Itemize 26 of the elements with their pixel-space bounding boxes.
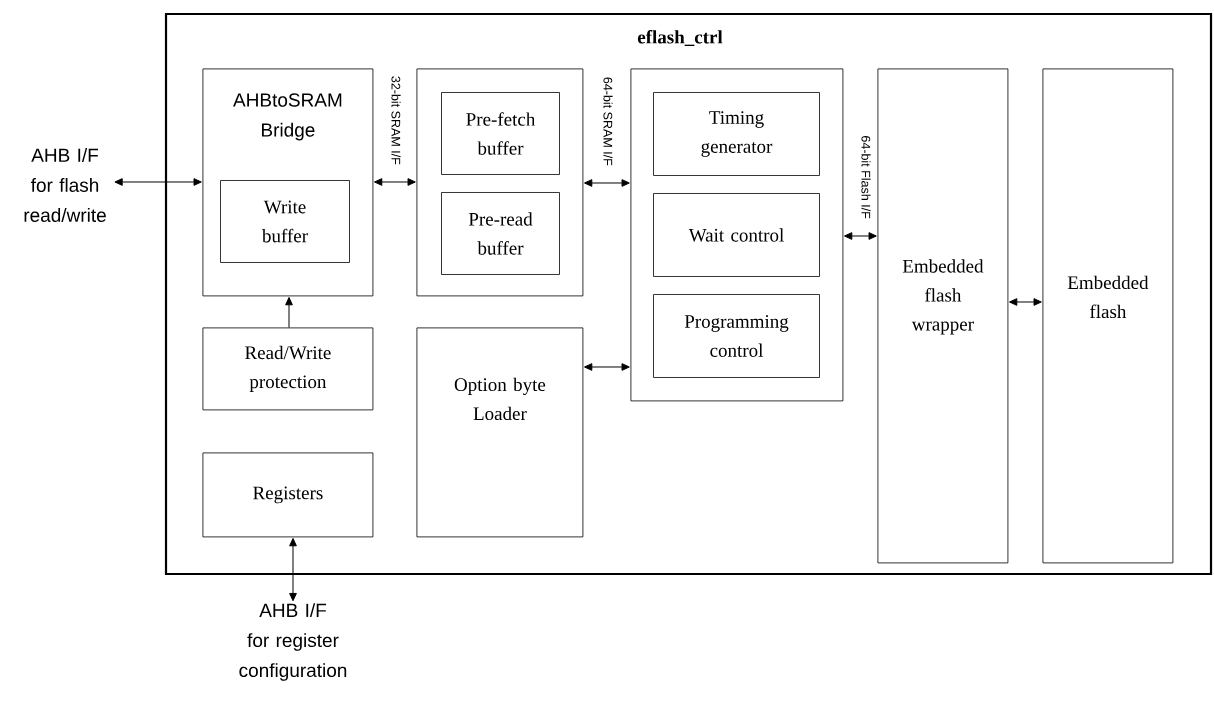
control-group-block	[630, 68, 844, 402]
edge-label: 32-bit SRAM I/F	[391, 76, 401, 165]
arrow	[844, 232, 877, 240]
loader-block: Option byte Loader	[416, 327, 584, 538]
control-block: Wait control	[653, 193, 820, 277]
buffer-group-block	[416, 68, 584, 297]
interface-label: AHB I/F for register configuration	[239, 603, 347, 681]
buffer-block: Write buffer	[220, 180, 350, 263]
arrow	[374, 178, 416, 186]
register-block: Registers	[202, 452, 374, 538]
edge-label: 64-bit Flash I/F	[861, 136, 871, 219]
buffer-block: Pre-read buffer	[441, 192, 560, 275]
arrow	[584, 179, 630, 187]
interface-label: AHB I/F for flash read/write	[24, 148, 106, 222]
timing-block: Timing generator	[653, 92, 820, 176]
edge-label: 64-bit SRAM I/F	[603, 77, 613, 166]
arrow	[289, 538, 297, 602]
arrow	[285, 297, 293, 328]
arrow	[584, 363, 630, 371]
arrow	[1009, 298, 1042, 306]
control-block: Programming control	[653, 294, 820, 378]
wrapper-block: Embedded flash wrapper	[877, 68, 1009, 564]
flash-block: Embedded flash	[1042, 68, 1174, 564]
arrow	[114, 178, 202, 186]
buffer-block: Pre-fetch buffer	[441, 92, 560, 175]
protection-block: Read/Write protection	[202, 327, 374, 411]
